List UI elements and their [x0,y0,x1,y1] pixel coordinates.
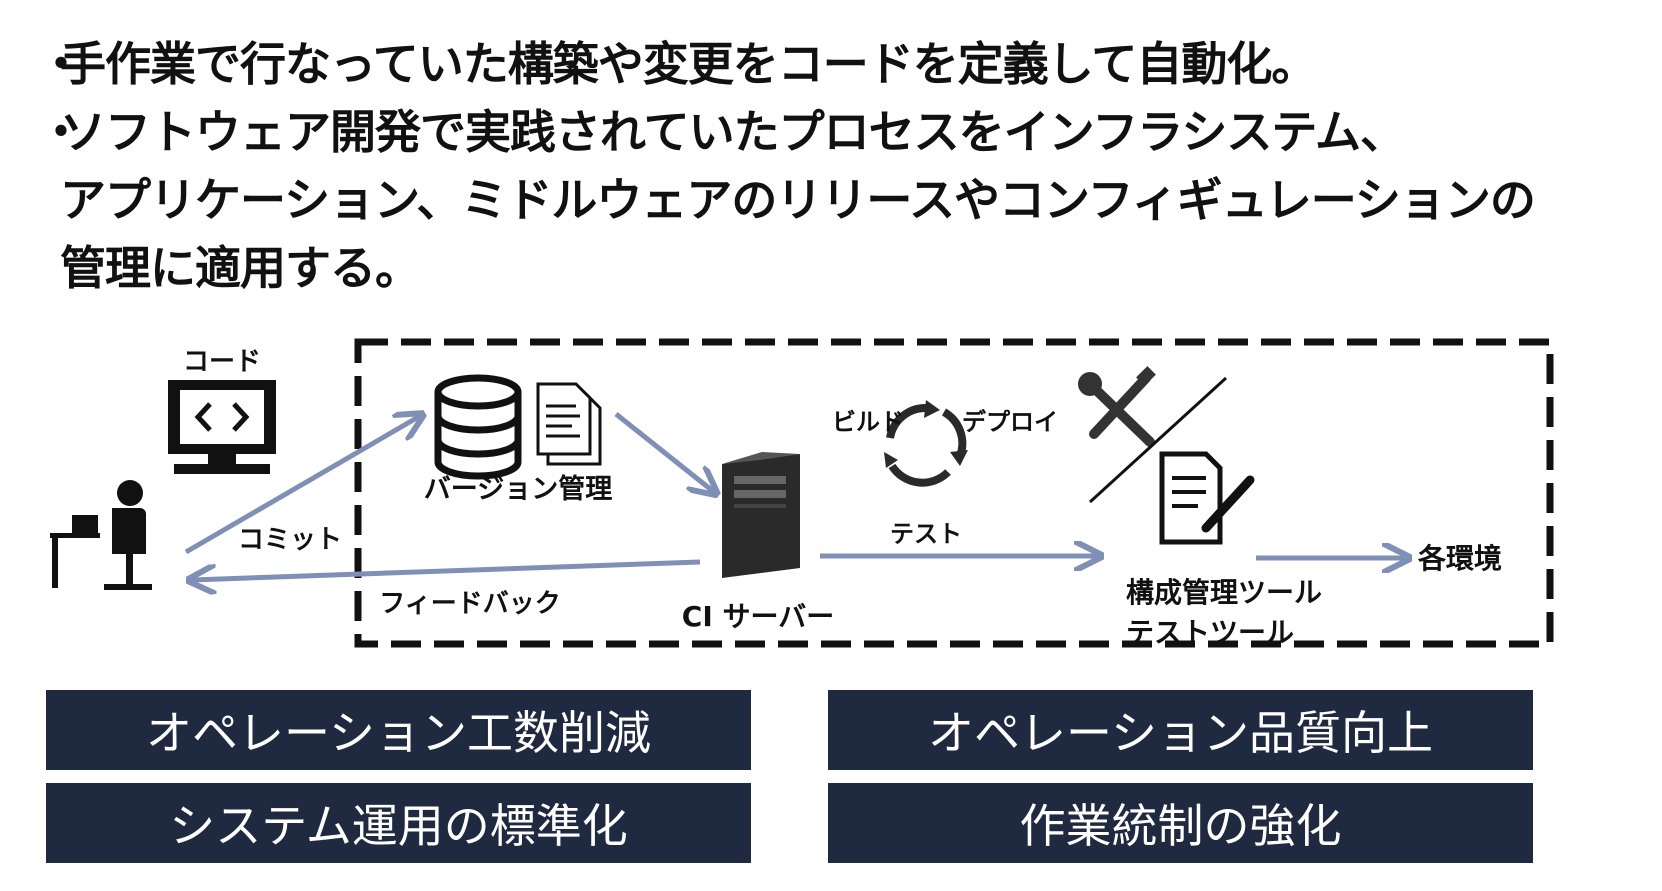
feedback-arrow [192,559,701,580]
feedback-label: フィードバック [379,589,560,619]
config-document-icon [1159,451,1255,545]
bullet-list: ・手作業で行なっていた構築や変更をコードを定義して自動化。 ・ソフトウェア開発で… [38,30,1638,302]
code-monitor-icon [168,380,276,474]
environments-label: 各環境 [1417,542,1502,575]
bullet-continuation: 管理に適用する。 [38,234,1638,302]
benefit-box-3: システム運用の標準化 [46,783,751,863]
bullet-item: ・ソフトウェア開発で実践されていたプロセスをインフラシステム、 [38,98,1638,166]
bullet-text: ソフトウェア開発で実践されていたプロセスをインフラシステム、 [60,105,1406,159]
benefit-box-1: オペレーション工数削減 [46,690,751,770]
documents-icon [536,382,602,466]
benefit-box-2: オペレーション品質向上 [828,690,1533,770]
tools-icon [1078,366,1156,447]
bullet-dot: ・ [38,37,84,91]
bullet-continuation: アプリケーション、ミドルウェアのリリースやコンフィギュレーションの [38,166,1638,234]
test-label: テスト [890,520,962,548]
ci-server-label: CI サーバー [682,600,834,633]
commit-arrow [184,416,420,555]
deploy-label: デプロイ [962,408,1058,436]
database-icon [434,374,522,480]
bullet-text: 手作業で行なっていた構築や変更をコードを定義して自動化。 [60,37,1317,91]
bullet-text: 管理に適用する。 [60,241,421,295]
code-label: コード [183,347,261,377]
bullet-dot: ・ [38,105,84,159]
bullet-text: アプリケーション、ミドルウェアのリリースやコンフィギュレーションの [60,173,1536,227]
commit-label: コミット [238,525,342,555]
benefit-box-4: 作業統制の強化 [828,783,1533,863]
version-control-label: バージョン管理 [424,474,612,505]
ci-server-icon [722,452,800,578]
developer-icon [50,480,152,590]
test-tool-label: テストツール [1126,616,1294,649]
build-cycle-icon [884,400,968,487]
automation-scope-frame [354,338,1554,648]
config-tool-label: 構成管理ツール [1126,576,1322,609]
divider-slash [1088,376,1228,504]
bullet-item: ・手作業で行なっていた構築や変更をコードを定義して自動化。 [38,30,1638,98]
vcs-to-ci-arrow [614,412,714,492]
build-label: ビルド [832,408,904,436]
ci-pipeline-diagram: コード バージョン管理 CI サーバー [50,338,1554,649]
